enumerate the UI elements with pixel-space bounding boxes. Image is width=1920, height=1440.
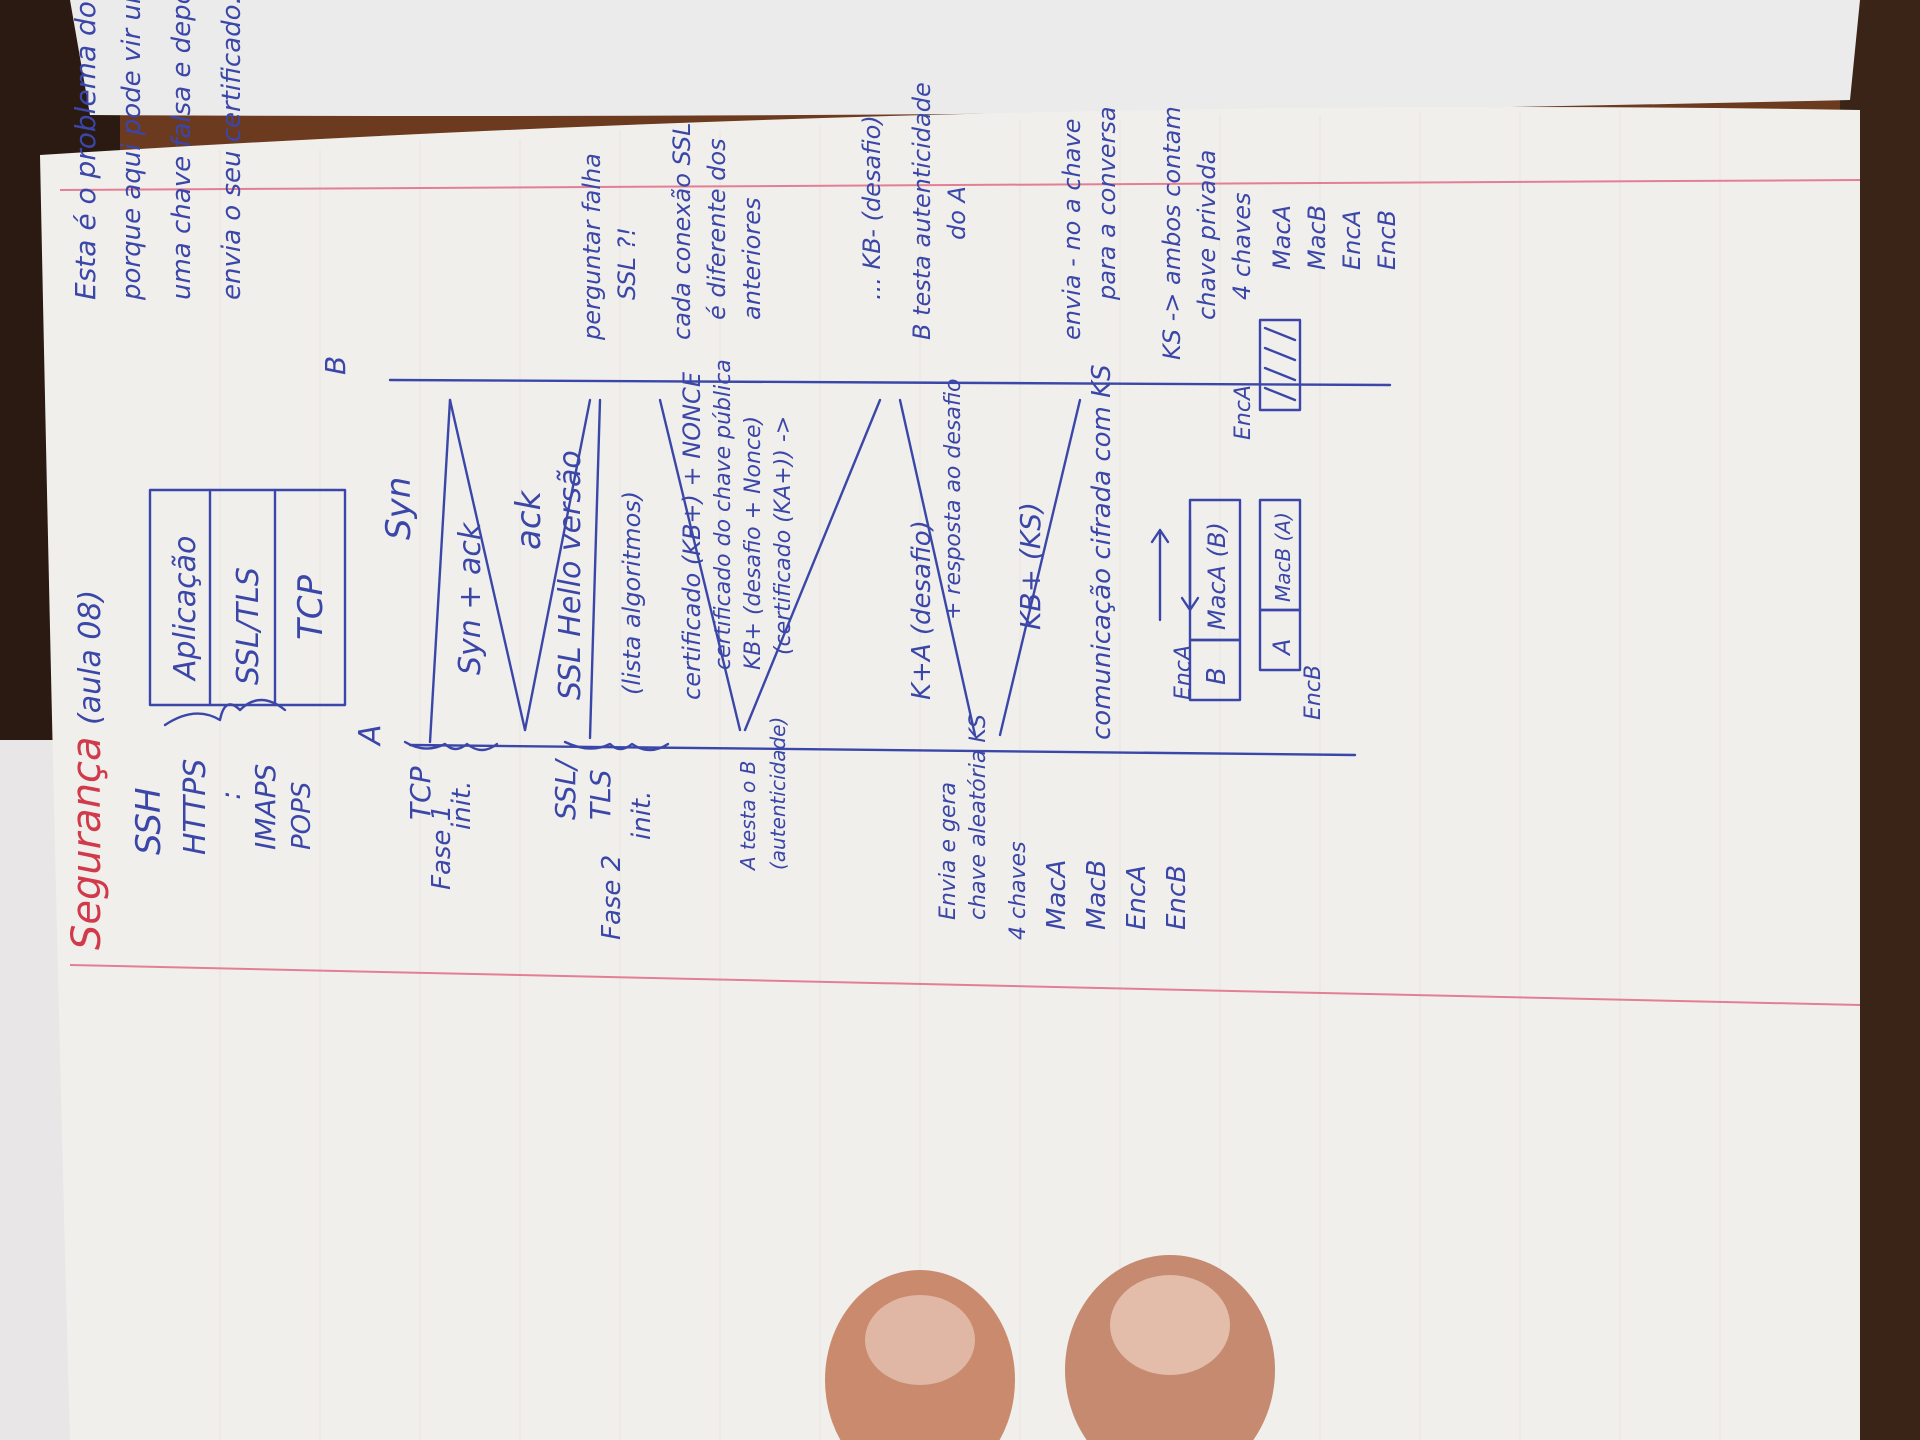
record-enca-label: EncA <box>1171 645 1196 700</box>
note-each-1: cada conexão SSL <box>668 122 696 340</box>
record-macb-box <box>1258 498 1302 612</box>
svg-text:MacB (A): MacB (A) <box>1271 512 1295 602</box>
arrow-ack <box>523 398 592 732</box>
record-diagram: B MacA (B) A MacB (A) EncA EncB EncA <box>1171 318 1326 720</box>
arrow-syn <box>428 398 452 744</box>
protocol-imaps: IMAPS <box>249 764 282 850</box>
phase2-tls: TLS <box>584 770 617 820</box>
page-title: Segurança <box>64 736 110 950</box>
note-key-r-1: MacA <box>1268 205 1296 270</box>
svg-text:MacA (B): MacA (B) <box>1203 522 1231 630</box>
arrow-cert <box>658 398 742 732</box>
arrow-ks <box>998 398 1082 737</box>
stack-layer-tcp: TCP <box>291 574 331 640</box>
note-ks-1: KS -> ambos contam <box>1158 106 1186 360</box>
note-key-r-2: MacB <box>1303 205 1331 270</box>
phase2-init: init. <box>627 791 657 840</box>
margin-line-top <box>59 179 1861 191</box>
msg-cert-a: (certificado (KA+)) -> <box>771 416 796 655</box>
note-bauth-2: do A <box>943 186 971 240</box>
stack-box <box>148 488 347 707</box>
phase2-brace <box>563 740 670 752</box>
note-key-r-3: EncA <box>1338 210 1366 270</box>
msg-cert-challenge: KB+ (desafio + Nonce) <box>741 416 766 670</box>
protocol-pops: POPS <box>287 782 317 850</box>
svg-text:A: A <box>1268 639 1296 657</box>
timeline-b <box>388 378 1392 387</box>
page-rulings <box>219 110 1721 1440</box>
upper-page <box>70 0 1860 116</box>
note-top-1: Esta é o problema do SSL <box>69 0 102 300</box>
msg-synack: Syn + ack <box>453 521 488 675</box>
phase2-label: Fase 2 <box>597 855 627 940</box>
note-key-l-3: EncA <box>1122 865 1152 930</box>
record-maca-box <box>1188 498 1242 642</box>
arrow-synack <box>448 398 527 732</box>
msg-hello: SSL Hello versão <box>553 450 588 700</box>
note-atest-2: (autenticidade) <box>766 717 790 870</box>
arrow-hello <box>588 398 602 740</box>
record-encb-label: EncB <box>1301 665 1326 720</box>
host-a-label: A <box>353 724 388 747</box>
note-bauth-1: B testa autenticidade <box>908 82 936 340</box>
phase1-brace <box>403 740 499 752</box>
host-b-label: B <box>319 356 352 375</box>
note-top-3: uma chave falsa e depois A <box>167 0 197 300</box>
note-top-4: envia o seu certificado. <box>217 0 247 300</box>
phase1-init: init. <box>447 781 477 830</box>
note-each-2: é diferente dos <box>703 138 731 320</box>
msg-ks: KB+ (KS) <box>1014 502 1047 630</box>
msg-hello-algos: (lista algoritmos) <box>618 491 646 695</box>
stack-layer-app: Aplicação <box>168 536 203 682</box>
note-kb: ... KB- (desafio) <box>858 115 886 300</box>
msg-challenge-resp: + resposta ao desafio <box>941 378 966 620</box>
note-key-l-2: MacB <box>1082 860 1112 931</box>
stack-layer-ssl: SSL/TLS <box>231 567 266 685</box>
note-envia-1: envia - no a chave <box>1058 119 1086 340</box>
arrow-challenge <box>898 398 977 737</box>
svg-text:B: B <box>1202 667 1232 685</box>
phase2-ssl: SSL/ <box>549 758 582 820</box>
note-ks-3: 4 chaves <box>1228 193 1256 300</box>
margin-line-bottom <box>69 964 1861 1006</box>
protocol-dots: : <box>214 791 247 800</box>
note-top-2: porque aqui pode vir uma <box>117 0 147 301</box>
note-gen-3: 4 chaves <box>1006 841 1031 940</box>
note-key-l-1: MacA <box>1042 860 1072 930</box>
phase1-label: Fase 1 <box>427 805 457 890</box>
handwriting-layer: Segurança (aula 08) SSH HTTPS : IMAPS PO… <box>64 0 1401 950</box>
timeline-a <box>408 743 1357 757</box>
note-ks-2: chave privada <box>1193 150 1221 320</box>
page-subtitle: (aula 08) <box>73 590 108 725</box>
note-question-2: SSL ?! <box>613 227 641 300</box>
record-enca2-label: EncA <box>1231 385 1256 440</box>
note-envia-2: para a conversa <box>1093 106 1121 301</box>
phase1-tcp: TCP <box>404 766 437 820</box>
msg-cert: certificado (KB+) + NONCE <box>678 371 706 700</box>
note-key-l-4: EncB <box>1162 865 1192 930</box>
note-key-r-4: EncB <box>1373 210 1401 270</box>
note-gen-2: chave aleatória KS <box>966 714 991 920</box>
msg-syn: Syn <box>379 477 419 540</box>
note-gen-1: Envia e gera <box>936 782 961 920</box>
arrow-cert-a <box>743 398 882 732</box>
main-page <box>40 107 1860 1440</box>
msg-comm: comunicação cifrada com KS <box>1087 364 1117 740</box>
record-cipher-box <box>1258 318 1302 412</box>
note-each-3: anteriores <box>738 198 766 320</box>
msg-ack: ack <box>509 489 549 550</box>
protocol-https: HTTPS <box>178 759 213 855</box>
note-question: perguntar falha <box>578 153 606 341</box>
msg-cert-pub: certificado do chave pública <box>711 359 736 670</box>
note-atest-1: A testa o B <box>736 761 760 872</box>
msg-challenge: K+A (desafio) <box>907 520 937 700</box>
fingers <box>825 1255 1275 1440</box>
protocol-ssh: SSH <box>129 787 169 855</box>
